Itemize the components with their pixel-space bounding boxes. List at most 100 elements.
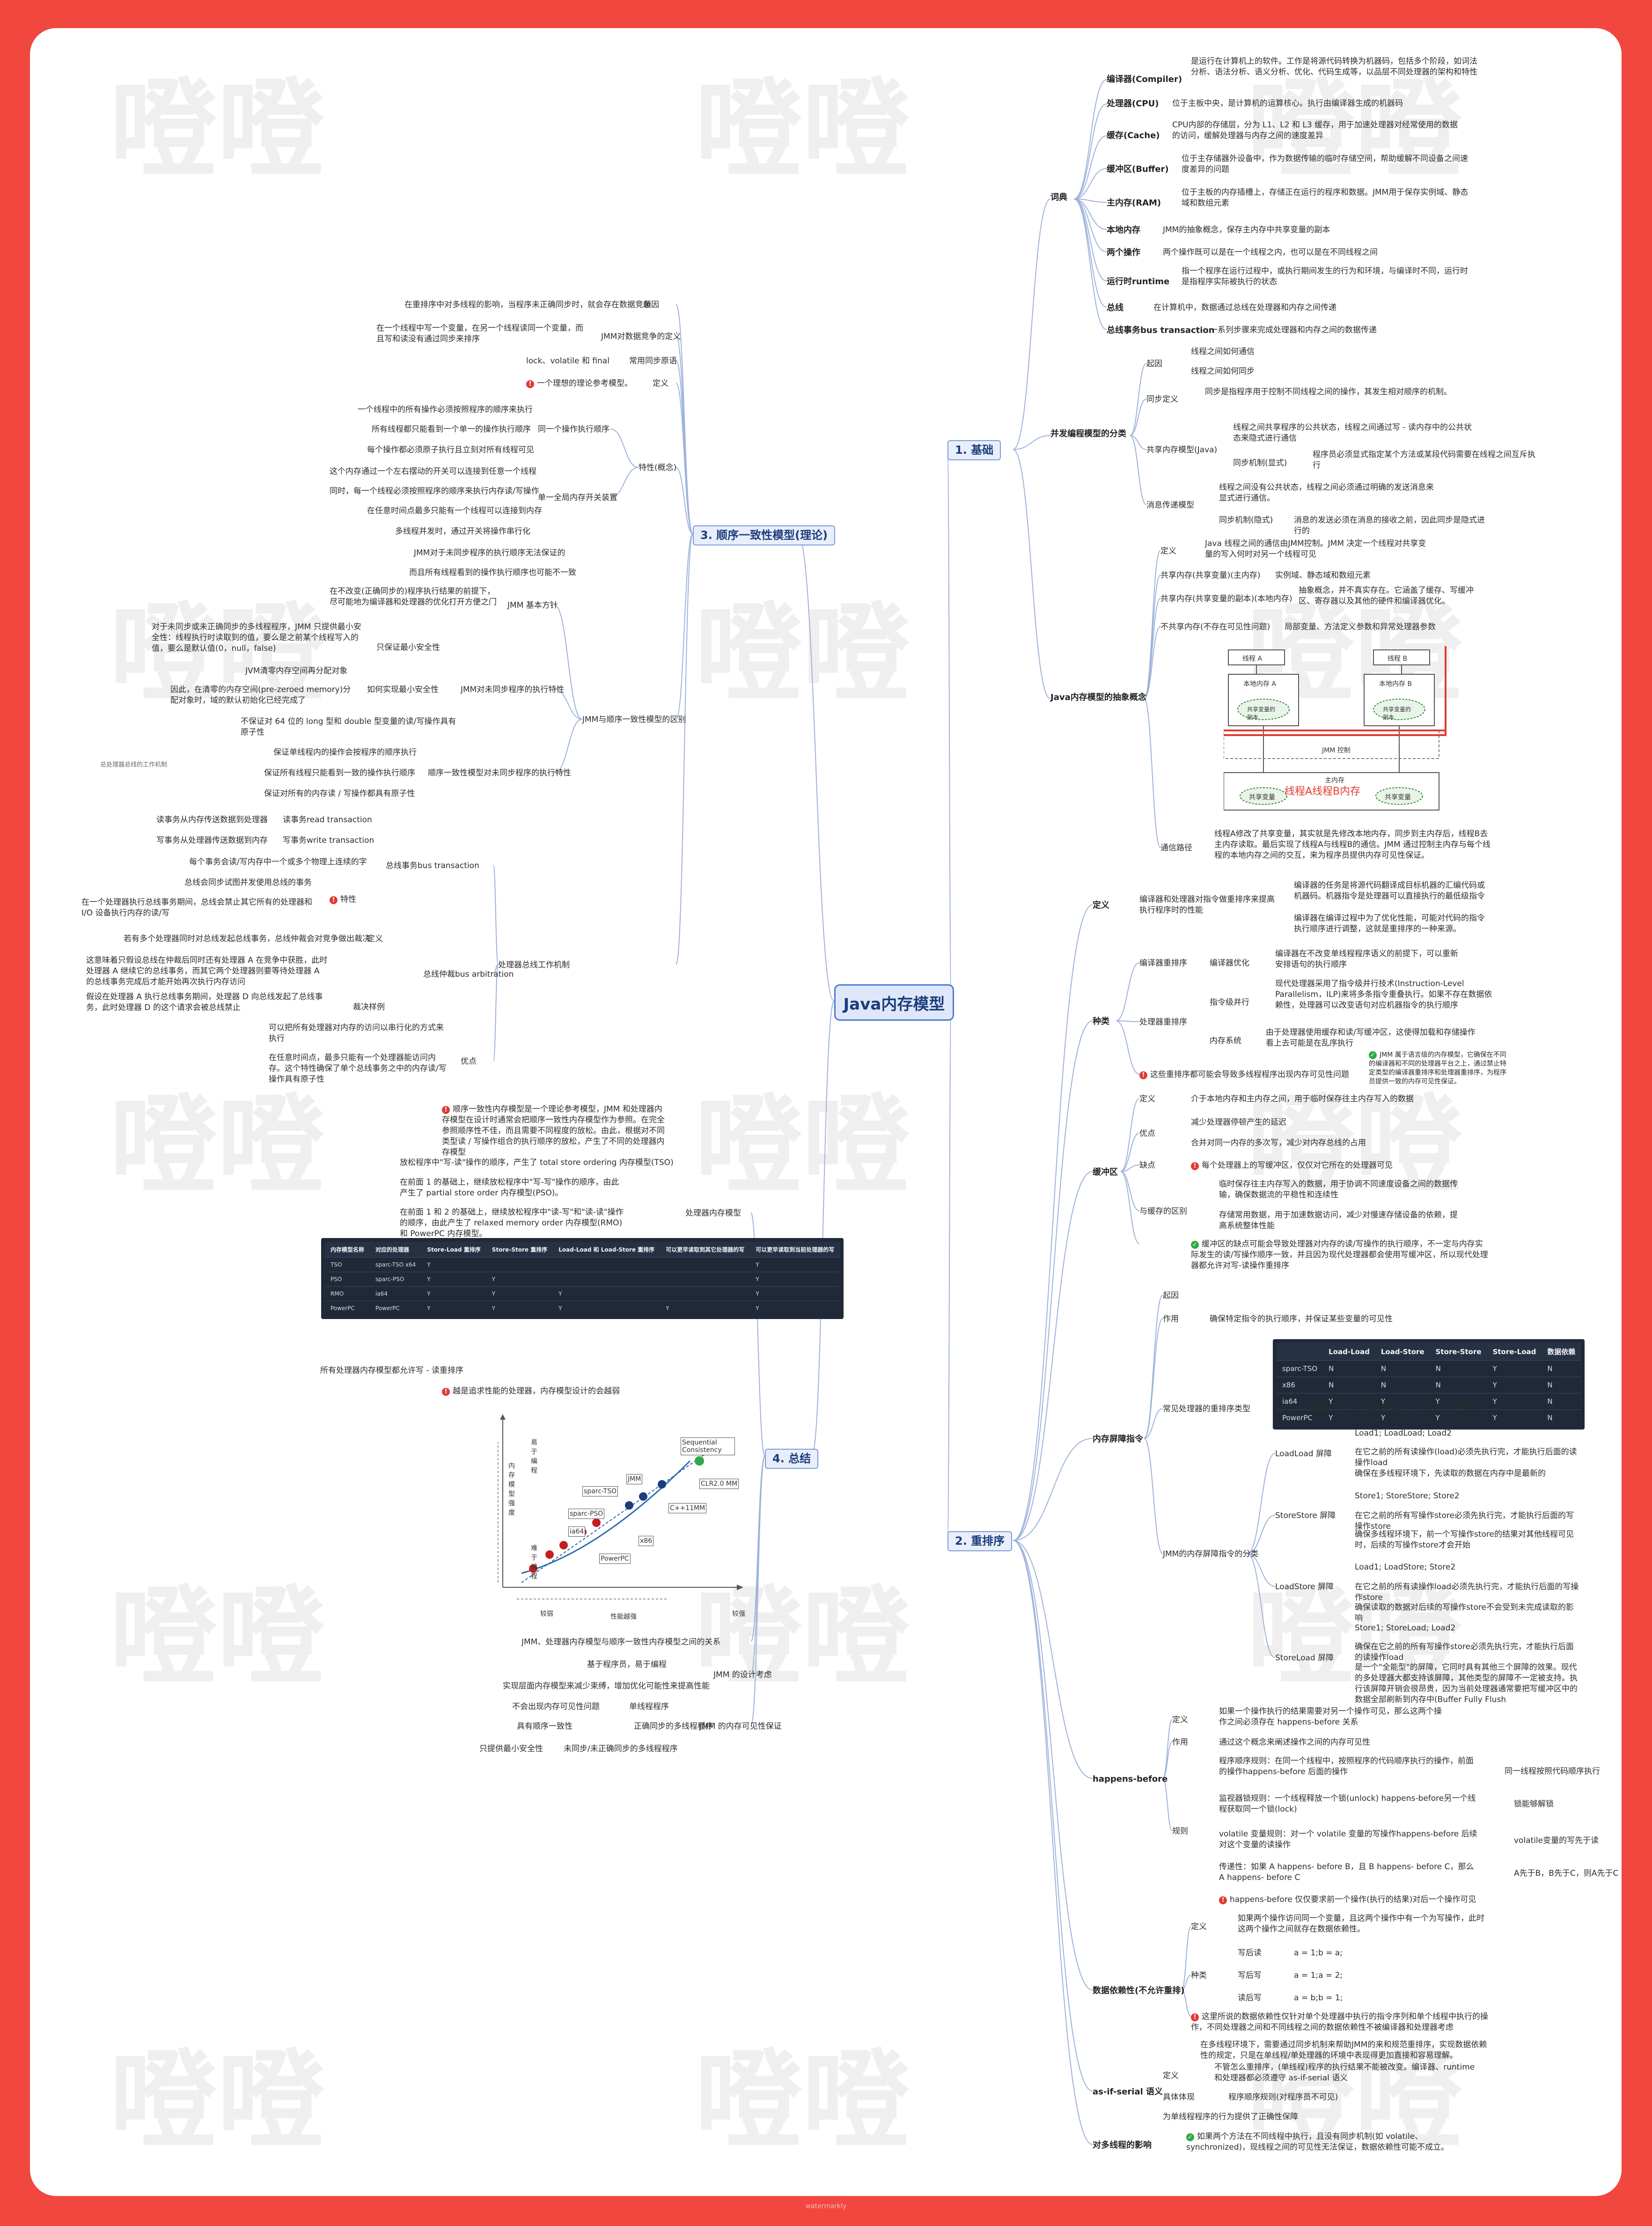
cmp-seq: 顺序一致性模型对未同步程序的执行特性 — [428, 768, 571, 778]
connector — [1144, 698, 1161, 848]
table-cell: Y — [1487, 1393, 1542, 1410]
connector — [1181, 1926, 1191, 1990]
seq-origin: 起因 — [643, 300, 659, 310]
jmm-item-key: 共享内存(共享变量)(主内存) — [1160, 571, 1261, 580]
reorder-def-value: 编译器的任务是将源代码翻译成目标机器的汇编代码或机器码。机器指令是处理器可以直接… — [1294, 881, 1485, 901]
kind-note-value-text: JMM 属于语言级的内存模型，它确保在不同的编译器和不同的处理器平台之上，通过禁… — [1369, 1051, 1506, 1085]
warning-icon: ! — [1139, 1071, 1147, 1079]
connector — [1073, 103, 1107, 199]
table-cell: TSO — [325, 1257, 370, 1272]
chart-label: CLR2.0 MM — [699, 1479, 739, 1489]
cmp-base-item: 而且所有线程看到的操作执行顺序也可能不一致 — [409, 568, 576, 577]
connector — [1013, 1438, 1093, 1541]
glossary-value: 在计算机中，数据通过总线在处理器和内存之间传递 — [1153, 303, 1336, 312]
proc-kind: 在前面 1 的基础上，继续放松程序中"写-写"操作的顺序，由此产生了 parti… — [400, 1178, 619, 1198]
glossary-value: JMM的抽象概念，保存主内存中共享变量的副本 — [1163, 225, 1330, 235]
jmm-item-key: 不共享内存(不存在可见性问题) — [1160, 622, 1270, 632]
diag-copy: 共享变量的副本 — [1247, 706, 1276, 721]
reorder-kinds[interactable]: 种类 — [1093, 1017, 1109, 1026]
connector — [1120, 1133, 1140, 1172]
connector — [1013, 435, 1051, 450]
hb-rule: volatile 变量规则：对一个 volatile 变量的写操作happens… — [1219, 1829, 1477, 1850]
table-header: 可以更早读取到当前处理器的写 — [750, 1242, 840, 1258]
watermark: 噔噔 — [695, 1084, 910, 1209]
kind-compiler: 编译器重排序 — [1139, 958, 1187, 968]
proc-kind: 放松程序中"写-读"操作的顺序，产生了 total store ordering… — [400, 1158, 674, 1167]
diag-local-b: 本地内存 B — [1379, 680, 1412, 688]
hb-rule-value: 锁能够解锁 — [1514, 1799, 1554, 1809]
glossary-key: 缓冲区(Buffer) — [1107, 164, 1169, 174]
table-cell: sparc-TSO x64 — [370, 1257, 422, 1272]
table-header: 对应的处理器 — [370, 1242, 422, 1258]
barrier-value: Load1; LoadStore; Store2 — [1355, 1563, 1456, 1572]
seq-race-value: 在一个线程中写一个变量，在另一个线程读同一个变量，而且写和读没有通过同步来排序 — [376, 324, 583, 344]
chart-ylabel: 难于编程 — [531, 1545, 537, 1580]
dep-kind-code: a = b;b = 1; — [1294, 1993, 1343, 2003]
as-if-serial[interactable]: as-if-serial 语义 — [1093, 2087, 1163, 2097]
chart-label: PowerPC — [599, 1554, 631, 1564]
warning-icon: ! — [1219, 1896, 1227, 1904]
connector — [947, 449, 952, 1002]
basics-terms[interactable]: 词典 — [1050, 192, 1067, 202]
table-cell — [553, 1257, 661, 1272]
branch-summary[interactable]: 4. 总结 — [765, 1449, 819, 1469]
table-cell: N — [1375, 1360, 1430, 1377]
barrier[interactable]: 内存屏障指令 — [1093, 1434, 1143, 1444]
bus-write-value: 写事务从处理器传送数据到内存 — [156, 836, 268, 845]
conc-model-class[interactable]: 并发编程模型的分类 — [1050, 429, 1126, 439]
data-dependency[interactable]: 数据依赖性(不允许重排) — [1093, 1986, 1185, 1996]
hb-rule-value: volatile变量的写先于读 — [1514, 1836, 1599, 1845]
branch-reorder[interactable]: 2. 重排序 — [947, 1531, 1013, 1551]
root-node[interactable]: Java内存模型 — [834, 984, 954, 1021]
summary-relation: JMM、处理器内存模型与顺序一致性内存模型之间的关系 — [521, 1637, 721, 1647]
connector — [1144, 1438, 1163, 1554]
connector — [675, 467, 693, 534]
seq-feat-a-item: 每个操作都必须原子执行且立刻对所有线程可见 — [367, 445, 534, 455]
multithread-impact[interactable]: 对多线程的影响 — [1093, 2140, 1152, 2150]
seq-sync-value: lock、volatile 和 final — [526, 356, 609, 366]
cmp-seq-item: 保证所有线程只能看到一致的操作执行顺序 — [264, 768, 415, 778]
glossary-key: 缓存(Cache) — [1107, 131, 1160, 140]
kind-note: !这些重排序都可能会导致多线程程序出现内存可见性问题 — [1139, 1069, 1349, 1080]
table-cell: N — [1542, 1409, 1581, 1426]
diag-thread-a: 线程 A — [1242, 655, 1263, 663]
table-header: Store-Store 重排序 — [486, 1242, 553, 1258]
reorder-def[interactable]: 定义 — [1093, 900, 1109, 910]
branch-basics[interactable]: 1. 基础 — [947, 440, 1001, 460]
glossary-value: 位于主板的内存插槽上，存储正在运行的程序和数据。JMM用于保存实例域、静态域和数… — [1182, 188, 1468, 208]
conc-shared-sync: 同步机制(显式) — [1233, 458, 1287, 468]
diag-local-a: 本地内存 A — [1243, 680, 1277, 688]
happens-before[interactable]: happens-before — [1093, 1774, 1168, 1784]
cmp-unsync-a-value: 对于未同步或未正确同步的多线程程序，JMM 只提供最小安全性：线程执行时读取到的… — [152, 622, 361, 653]
connector — [1247, 1515, 1276, 1554]
write-buffer[interactable]: 缓冲区 — [1093, 1167, 1118, 1177]
connector — [1120, 1165, 1140, 1172]
table-cell: Y — [1323, 1393, 1375, 1410]
watermark: 噔噔 — [110, 1084, 325, 1209]
table-cell: ia64 — [370, 1286, 422, 1301]
hb-note: !happens-before 仅仅要求前一个操作(执行的结果)对后一个操作可见 — [1219, 1894, 1476, 1905]
warning-icon: ! — [1191, 2013, 1199, 2021]
proc-model-weak: !越是追求性能的处理器，内存模型设计的会越弱 — [442, 1386, 620, 1397]
table-cell: Y — [486, 1272, 553, 1287]
table-cell: RMO — [325, 1286, 370, 1301]
connector — [1073, 199, 1107, 230]
barrier-key: LoadLoad 屏障 — [1275, 1449, 1332, 1459]
arb-case-value: 假设在处理器 A 执行总线事务期间，处理器 D 向总线发起了总线事务，此时处理器… — [86, 992, 323, 1012]
table-cell: Y — [486, 1286, 553, 1301]
connector — [1073, 199, 1107, 308]
connector — [1073, 135, 1107, 199]
jmm-abstract[interactable]: Java内存模型的抽象概念 — [1050, 693, 1146, 702]
barrier-types-note: "N"表示处理器不允许两个操作重排序，"Y"表示允许重排序 — [1273, 1404, 1482, 1414]
branch-seq[interactable]: 3. 顺序一致性模型(理论) — [693, 525, 836, 545]
arb-def-value: 若有多个处理器同时对总线发起总线事务，总线仲裁会对竞争做出裁决 — [124, 934, 370, 943]
bus-feat: !特性 — [330, 894, 356, 905]
barrier-value: 确保读取的数据对后续的写操作store不会受到未完成读取的影响 — [1355, 1603, 1574, 1623]
connector — [750, 1456, 765, 1726]
diag-main: 主内存 — [1325, 777, 1344, 784]
connector — [1247, 1553, 1276, 1658]
